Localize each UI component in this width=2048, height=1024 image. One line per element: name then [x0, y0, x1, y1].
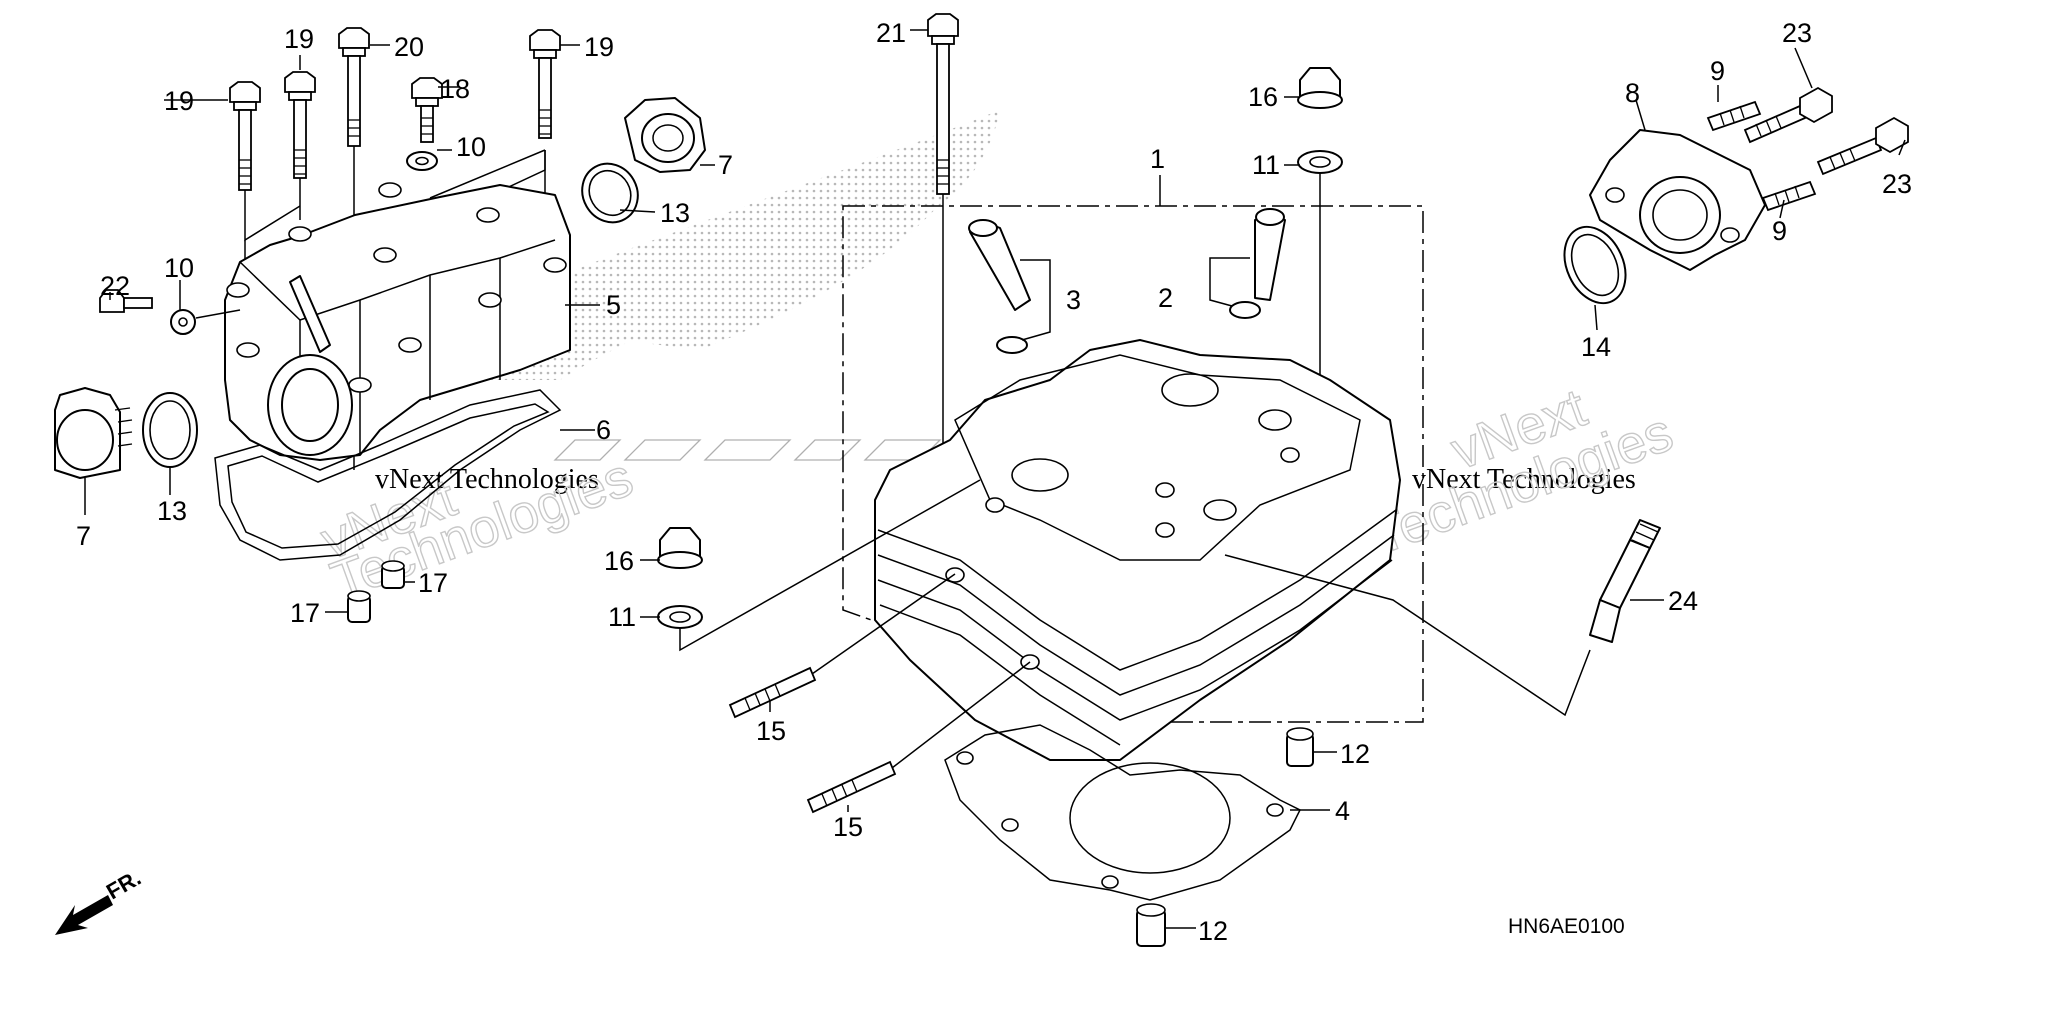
front-arrow-icon	[55, 895, 113, 935]
bolt-23-upper	[1743, 86, 1833, 144]
callout-17-right: 17	[418, 568, 448, 598]
callout-19-mid: 19	[284, 24, 314, 54]
dowel-17-a	[381, 560, 405, 589]
valve-guide-2	[1254, 208, 1286, 301]
filler-plug-7-left	[54, 387, 133, 479]
callout-24: 24	[1668, 586, 1698, 616]
wing-watermark	[430, 110, 1000, 380]
callout-2: 2	[1158, 283, 1173, 313]
callout-12-lower: 12	[1198, 916, 1228, 946]
clip-ring-2	[1229, 301, 1261, 319]
gasket-bore	[1069, 762, 1231, 874]
callout-13-left: 13	[157, 496, 187, 526]
front-direction-indicator: FR.	[55, 865, 145, 935]
callout-23-lower: 23	[1882, 169, 1912, 199]
stud-15-lower	[806, 760, 897, 814]
watermark-text-right: vNext Technologies	[1412, 464, 1636, 495]
callout-14: 14	[1581, 332, 1611, 362]
washer-11-side	[657, 605, 703, 629]
cap-nut-16-side	[657, 527, 703, 569]
stud-15-upper	[728, 666, 817, 719]
callout-7-left: 7	[76, 521, 91, 551]
bolt-20	[338, 27, 370, 147]
stud-9-upper	[1706, 100, 1762, 132]
assembly-box-1	[842, 205, 1424, 723]
dowel-12-lower	[1136, 903, 1166, 947]
cylinder-head	[874, 339, 1401, 761]
watermark-text-left: vNext Technologies	[375, 464, 599, 495]
callout-23-upper: 23	[1782, 18, 1812, 48]
callout-leaders	[84, 29, 1906, 929]
filler-plug-7-right	[624, 97, 706, 173]
honda-logo-watermark	[553, 439, 942, 461]
callout-11-top: 11	[1252, 150, 1280, 180]
callout-15-lower: 15	[833, 812, 863, 842]
valve-guide-3	[968, 219, 1031, 311]
callout-22: 22	[100, 271, 130, 301]
callout-1: 1	[1150, 144, 1165, 174]
callout-13-right: 13	[660, 198, 690, 228]
callout-21: 21	[876, 18, 906, 48]
dowel-12-upper	[1286, 727, 1314, 767]
stud-9-lower	[1761, 180, 1817, 212]
dowel-17-b	[347, 590, 371, 623]
callout-16-side: 16	[604, 546, 634, 576]
callout-10-upper: 10	[456, 132, 486, 162]
spark-plug-24	[1589, 519, 1661, 643]
bolt-23-lower	[1816, 116, 1909, 176]
clip-ring-3	[996, 336, 1028, 354]
callout-9-lower: 9	[1772, 216, 1787, 246]
callout-4: 4	[1335, 796, 1350, 826]
callout-15-upper: 15	[756, 716, 786, 746]
callout-7-right: 7	[718, 150, 733, 180]
callout-19-right: 19	[584, 32, 614, 62]
diagram-code: HN6AE0100	[1508, 915, 1625, 938]
head-cover-group	[54, 27, 706, 623]
cylinder-head-group	[657, 13, 1424, 947]
callout-6: 6	[596, 415, 611, 445]
callout-17-left: 17	[290, 598, 320, 628]
callout-18: 18	[440, 74, 470, 104]
callout-12-upper: 12	[1340, 739, 1370, 769]
bolt-22	[99, 289, 153, 313]
callout-3: 3	[1066, 285, 1081, 315]
callout-numbers: 1 2 3 4 5 6 7 7 8 9 9 10 10 11 11 12 12 …	[76, 18, 1912, 946]
callout-19-left: 19	[164, 86, 194, 116]
bolt-19-b	[284, 71, 316, 179]
bolt-19-a	[229, 81, 261, 191]
bolt-19-c	[529, 29, 561, 139]
bolt-21	[927, 13, 959, 195]
callout-8: 8	[1625, 78, 1640, 108]
washer-11-top	[1297, 150, 1343, 174]
cover-gasket-6	[214, 389, 562, 561]
insulator-8	[1589, 129, 1766, 271]
callout-20: 20	[394, 32, 424, 62]
cap-nut-16-top	[1297, 67, 1343, 109]
callout-9-upper: 9	[1710, 56, 1725, 86]
bolt-18	[411, 77, 443, 143]
callout-11-side: 11	[608, 602, 636, 632]
callout-16-top: 16	[1248, 82, 1278, 112]
callout-10-side: 10	[164, 253, 194, 283]
callout-5: 5	[606, 290, 621, 320]
intake-group	[1224, 86, 1909, 717]
